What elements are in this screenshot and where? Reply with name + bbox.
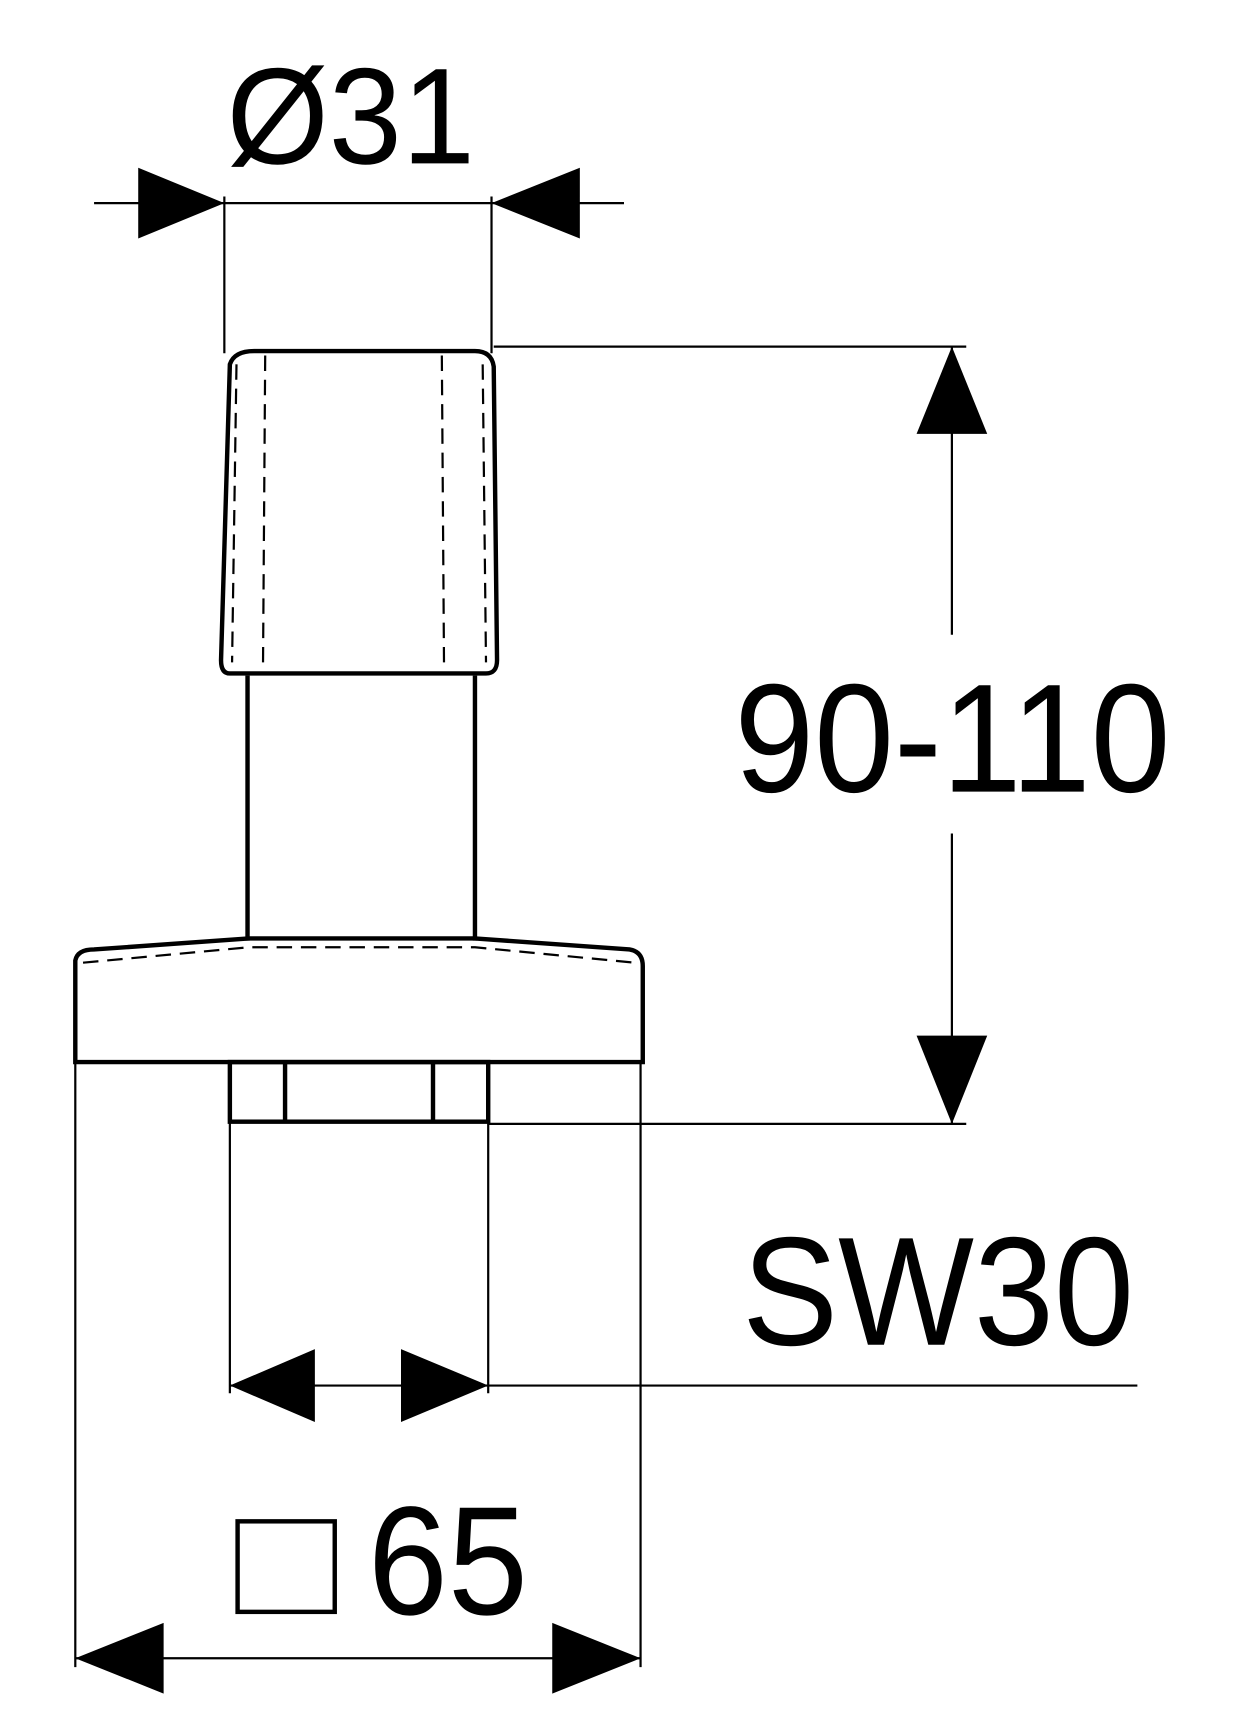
square-size-label: 65 xyxy=(368,1474,528,1647)
arrow-left xyxy=(75,1622,164,1694)
arrow-right xyxy=(400,1349,489,1422)
stem xyxy=(245,675,478,941)
arrow-left xyxy=(229,1349,315,1422)
square-symbol xyxy=(235,1519,337,1615)
upper-sleeve xyxy=(218,348,500,676)
arrow-right xyxy=(491,167,580,239)
base-plate xyxy=(73,936,645,1124)
height-dimension: 90-110 xyxy=(488,345,1170,1125)
arrow-left xyxy=(138,167,225,239)
arrow-up xyxy=(916,346,988,434)
wrench-size-label: SW30 xyxy=(742,1205,1134,1378)
arrow-right xyxy=(552,1622,641,1694)
diameter-label: Ø31 xyxy=(227,40,475,193)
height-label: 90-110 xyxy=(734,652,1170,825)
wrench-size-dimension: SW30 xyxy=(228,1121,1138,1422)
arrow-down xyxy=(916,1035,988,1124)
square-size-dimension: 65 xyxy=(74,1062,642,1694)
diameter-dimension: Ø31 xyxy=(94,40,624,354)
